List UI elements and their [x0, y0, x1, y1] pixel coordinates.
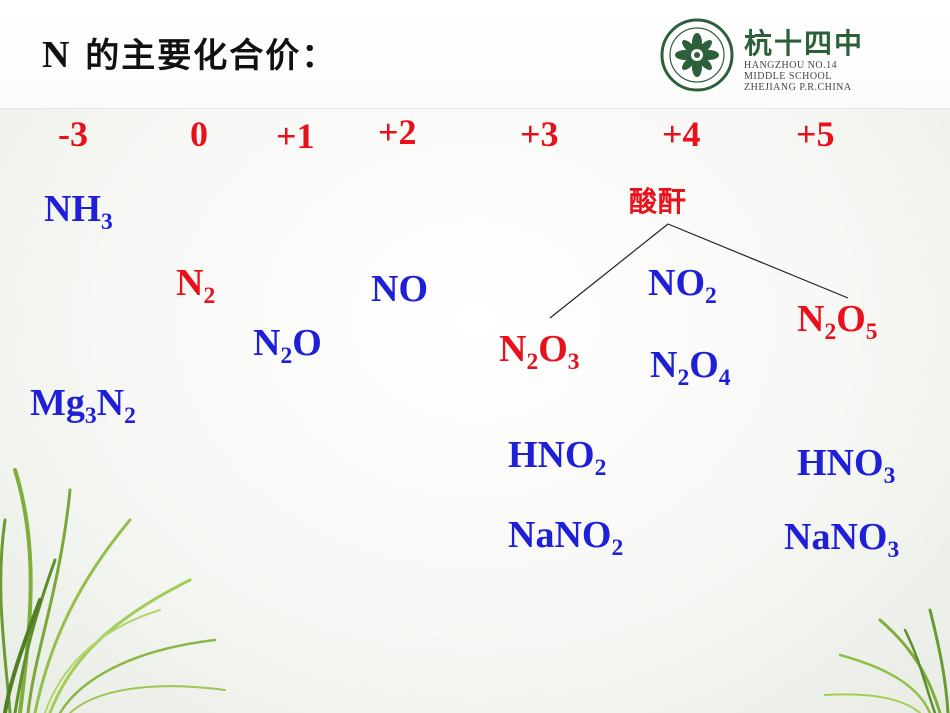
compound-n2o: N2O — [253, 322, 322, 368]
compound-nano2: NaNO2 — [508, 514, 623, 560]
n2o5-p2: O — [836, 298, 866, 340]
n2o5-p1: N — [797, 298, 825, 340]
n2o5-s1: 2 — [824, 319, 837, 346]
title-element-symbol: N — [42, 34, 72, 76]
n2o4-s2: 4 — [718, 365, 731, 392]
acid-anhydride-label: 酸酐 — [629, 185, 688, 218]
n2o3-s2: 3 — [567, 349, 580, 376]
slide-title: N 的主要化合价： — [42, 28, 337, 77]
nh3-base: NH — [44, 188, 101, 230]
mg3n2-s2: 2 — [124, 403, 136, 430]
mg3n2-s1: 3 — [84, 403, 97, 430]
n2o3-p2: O — [538, 328, 568, 370]
hno3-sub: 3 — [883, 463, 896, 490]
valence-minus3: -3 — [58, 114, 88, 154]
nano3-base: NaNO — [784, 516, 888, 558]
school-name: 杭十四中 — [744, 27, 865, 60]
compound-hno3: HNO3 — [797, 442, 895, 488]
grass-decoration-right — [824, 608, 950, 713]
valence-plus2: +2 — [378, 112, 417, 152]
grass-decoration-left — [0, 468, 226, 713]
compound-no: NO — [371, 268, 428, 310]
compound-nano3: NaNO3 — [784, 516, 899, 562]
valence-plus5: +5 — [796, 114, 835, 154]
no2-base: NO — [648, 262, 705, 304]
valence-plus3: +3 — [520, 114, 559, 154]
compound-n2o4: N2O4 — [650, 344, 731, 390]
n2o3-s1: 2 — [526, 349, 539, 376]
n2o4-p2: O — [689, 344, 719, 386]
n2o-s1: 2 — [280, 343, 293, 370]
mg3n2-p2: N — [96, 382, 125, 424]
compound-nh3: NH3 — [44, 188, 113, 234]
compound-n2o3: N2O3 — [499, 328, 580, 374]
compound-n2o5: N2O5 — [797, 298, 878, 344]
hno3-base: HNO — [797, 442, 884, 484]
school-seal-icon — [660, 18, 734, 92]
title-text: 的主要化合价： — [71, 36, 338, 76]
no2-sub: 2 — [705, 283, 717, 310]
valence-plus4: +4 — [662, 114, 701, 154]
n2-sub: 2 — [203, 283, 216, 310]
valence-0: 0 — [190, 114, 208, 154]
n2o-p2: O — [292, 322, 322, 364]
compound-mg3n2: Mg3N2 — [30, 382, 136, 428]
n2-base: N — [176, 262, 204, 304]
compound-n2: N2 — [176, 262, 215, 308]
header-band — [0, 0, 950, 109]
n2o5-s2: 5 — [865, 319, 878, 346]
compound-no2: NO2 — [648, 262, 717, 308]
school-name-en-line1: HANGZHOU NO.14 — [744, 60, 838, 71]
n2o4-p1: N — [650, 344, 678, 386]
nh3-sub: 3 — [101, 209, 113, 236]
nano2-sub: 2 — [611, 535, 624, 562]
nano3-sub: 3 — [887, 537, 900, 564]
mg3n2-p1: Mg — [30, 382, 85, 424]
school-name-en-line2: MIDDLE SCHOOL — [744, 71, 832, 82]
hno2-base: HNO — [508, 434, 595, 476]
valence-plus1: +1 — [276, 116, 315, 156]
n2o-p1: N — [253, 322, 281, 364]
school-name-en-line3: ZHEJIANG P.R.CHINA — [744, 82, 852, 93]
school-logo: 杭十四中 HANGZHOU NO.14 MIDDLE SCHOOL ZHEJIA… — [660, 18, 870, 93]
n2o3-p1: N — [499, 328, 527, 370]
compound-hno2: HNO2 — [508, 434, 606, 480]
n2o4-s1: 2 — [677, 365, 690, 392]
nano2-base: NaNO — [508, 514, 612, 556]
hno2-sub: 2 — [594, 455, 607, 482]
